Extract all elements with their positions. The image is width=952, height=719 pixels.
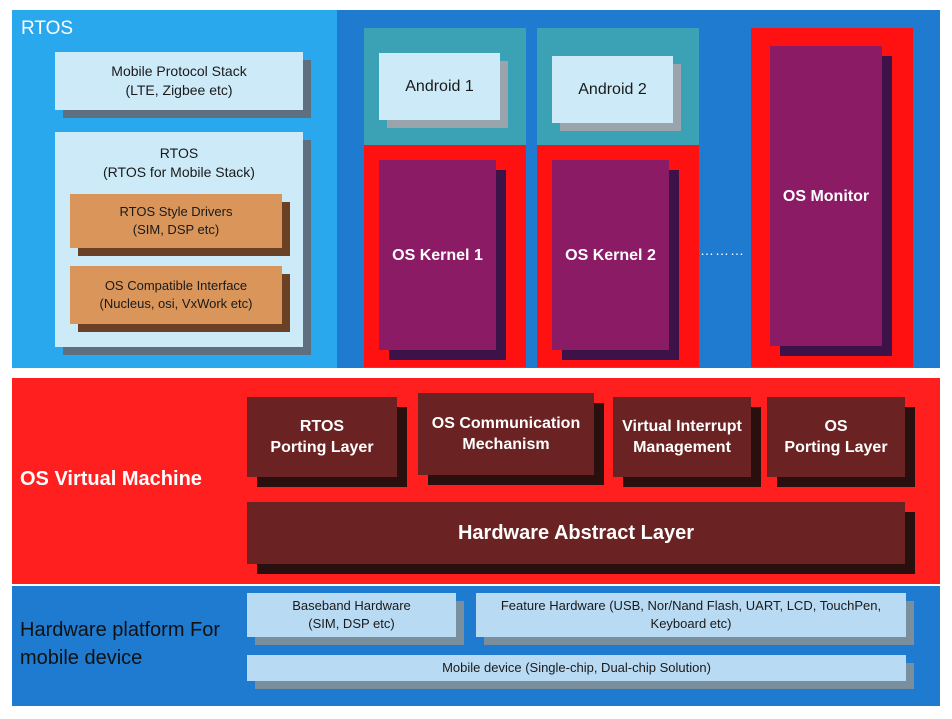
hal-label: Hardware Abstract Layer	[457, 521, 695, 544]
os-porting-layer-box: OS Porting Layer	[767, 397, 905, 477]
os-kernel2-box: OS Kernel 2	[552, 160, 669, 350]
os-compatible-interface-box: OS Compatible Interface (Nucleus, osi, V…	[70, 266, 282, 324]
kernel2-label: OS Kernel 2	[565, 246, 656, 264]
feature-hardware-box: Feature Hardware (USB, Nor/Nand Flash, U…	[476, 593, 906, 637]
os-interface-line2: (Nucleus, osi, VxWork etc)	[99, 296, 253, 311]
drivers-line2: (SIM, DSP etc)	[132, 222, 220, 237]
hardware-abstract-layer-box: Hardware Abstract Layer	[247, 502, 905, 564]
rtos-box-line1: RTOS	[159, 145, 199, 161]
os-monitor-box: OS Monitor	[770, 46, 882, 346]
os-communication-mechanism-box: OS Communication Mechanism	[418, 393, 594, 475]
more-kernels-ellipsis: ………	[700, 242, 745, 258]
mobile-protocol-stack-box: Mobile Protocol Stack (LTE, Zigbee etc)	[55, 52, 303, 110]
feature-line1: Feature Hardware (USB, Nor/Nand Flash, U…	[500, 598, 882, 613]
feature-line2: Keyboard etc)	[650, 616, 732, 631]
os-comm-line2: Mechanism	[462, 436, 550, 453]
baseband-line2: (SIM, DSP etc)	[308, 616, 395, 631]
mobile-device-box: Mobile device (Single-chip, Dual-chip So…	[247, 655, 906, 681]
hw-title-line2: mobile device	[20, 647, 143, 669]
virt-irq-line2: Management	[633, 439, 731, 456]
android1-box: Android 1	[379, 53, 500, 120]
baseband-hardware-box: Baseband Hardware (SIM, DSP etc)	[247, 593, 456, 637]
os-monitor-label: OS Monitor	[782, 187, 870, 205]
android1-label: Android 1	[405, 78, 474, 95]
virt-irq-line1: Virtual Interrupt	[622, 418, 742, 435]
os-comm-line1: OS Communication	[431, 415, 581, 432]
hw-title: Hardware platform For mobile device	[20, 616, 220, 672]
hw-title-line1: Hardware platform For	[20, 619, 221, 641]
os-kernel1-box: OS Kernel 1	[379, 160, 496, 350]
rtos-style-drivers-box: RTOS Style Drivers (SIM, DSP etc)	[70, 194, 282, 248]
rtos-porting-line1: RTOS	[299, 418, 345, 435]
rtos-porting-line2: Porting Layer	[270, 439, 374, 456]
rtos-porting-layer-box: RTOS Porting Layer	[247, 397, 397, 477]
android2-label: Android 2	[578, 81, 647, 98]
mobile-device-label: Mobile device (Single-chip, Dual-chip So…	[442, 660, 711, 675]
os-porting-line1: OS	[824, 418, 848, 435]
android2-box: Android 2	[552, 56, 673, 123]
virtual-interrupt-management-box: Virtual Interrupt Management	[613, 397, 751, 477]
rtos-box-line2: (RTOS for Mobile Stack)	[103, 164, 255, 180]
protocol-stack-line1: Mobile Protocol Stack	[111, 63, 247, 79]
rtos-region-title: RTOS	[21, 18, 74, 39]
kernel1-label: OS Kernel 1	[392, 246, 483, 264]
protocol-stack-line2: (LTE, Zigbee etc)	[125, 82, 233, 98]
drivers-line1: RTOS Style Drivers	[119, 204, 233, 219]
ovm-title: OS Virtual Machine	[20, 468, 202, 490]
os-interface-line1: OS Compatible Interface	[104, 278, 248, 293]
os-porting-line2: Porting Layer	[784, 439, 888, 456]
baseband-line1: Baseband Hardware	[292, 598, 411, 613]
